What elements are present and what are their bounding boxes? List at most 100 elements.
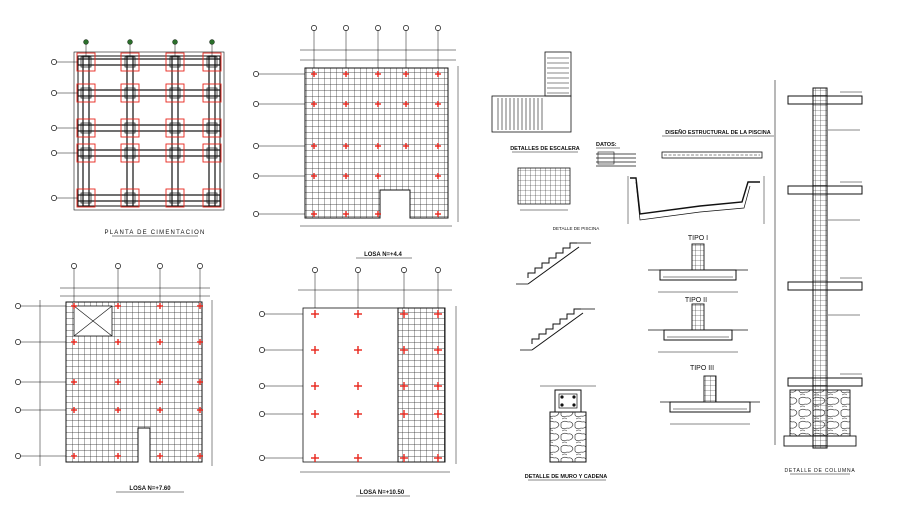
foundation-beam bbox=[77, 58, 221, 66]
column-detail-title: DETALLE DE COLUMNA bbox=[785, 468, 856, 474]
footing-pedestal bbox=[80, 147, 92, 159]
grid-axis-bubble bbox=[253, 101, 259, 107]
grid-axis-bubble bbox=[71, 263, 77, 269]
footing-pedestal bbox=[206, 56, 218, 68]
stair-detail-title: DETALLES DE ESCALERA bbox=[510, 146, 580, 152]
stair-profile bbox=[527, 242, 577, 278]
slab-plan-1-title: LOSA N=+4.4 bbox=[364, 252, 402, 258]
slab-plan-1: LOSA N=+4.4 bbox=[253, 25, 459, 259]
footing-pedestal bbox=[124, 192, 136, 204]
grid-axis-bubble bbox=[435, 267, 441, 273]
grid-axis-bubble bbox=[311, 25, 317, 31]
grid-axis-bubble bbox=[259, 455, 265, 461]
grid-axis-bubble bbox=[15, 339, 21, 345]
grid-axis-bubble bbox=[15, 303, 21, 309]
grid-axis-bubble bbox=[403, 25, 409, 31]
footing bbox=[76, 118, 96, 138]
grid-axis-bubble bbox=[312, 267, 318, 273]
footing bbox=[120, 143, 140, 163]
footing-pedestal bbox=[124, 87, 136, 99]
footing bbox=[165, 188, 185, 208]
grid-axis-bubble bbox=[343, 25, 349, 31]
grid-axis-bubble bbox=[157, 263, 163, 269]
foundation-beam bbox=[77, 124, 221, 132]
grid-axis-bubble bbox=[253, 173, 259, 179]
column-detail: DETALLE DE COLUMNA bbox=[774, 80, 863, 475]
footing-section bbox=[659, 269, 737, 281]
grid-axis-bubble bbox=[253, 211, 259, 217]
footing bbox=[76, 83, 96, 103]
footing-section bbox=[669, 401, 751, 413]
foundation-plan: PLANTA DE CIMENTACION bbox=[51, 39, 225, 237]
grid-axis-bubble bbox=[51, 125, 57, 131]
footing-pedestal bbox=[80, 122, 92, 134]
grid-axis-bubble bbox=[259, 311, 265, 317]
footing bbox=[120, 83, 140, 103]
grid-axis-bubble bbox=[15, 379, 21, 385]
stair-detail: DETALLES DE ESCALERA bbox=[491, 51, 580, 211]
grid-axis-bubble bbox=[435, 25, 441, 31]
footing-pedestal bbox=[124, 122, 136, 134]
footing-pedestal bbox=[80, 192, 92, 204]
footing-pedestal bbox=[169, 122, 181, 134]
type-3-title: TIPO III bbox=[690, 365, 714, 372]
footing bbox=[76, 143, 96, 163]
footing-section bbox=[663, 329, 733, 341]
footing bbox=[165, 143, 185, 163]
floor-slab bbox=[787, 377, 863, 387]
foundation-plan-title: PLANTA DE CIMENTACION bbox=[105, 230, 206, 236]
footing-types: TIPO I TIPO II TIPO III bbox=[648, 235, 760, 425]
data-box bbox=[597, 151, 615, 165]
data-title: DATOS: bbox=[596, 142, 617, 148]
wall-foundation-title: DETALLE DE MURO Y CADENA bbox=[525, 474, 608, 480]
footing bbox=[165, 83, 185, 103]
footing-pedestal bbox=[169, 56, 181, 68]
footing-pedestal bbox=[206, 192, 218, 204]
grid-axis-bubble bbox=[115, 263, 121, 269]
footing bbox=[76, 188, 96, 208]
stair-slab bbox=[531, 312, 584, 351]
footing-pedestal bbox=[206, 122, 218, 134]
slab-plan-2: LOSA N=+7.60 bbox=[15, 263, 213, 493]
type-1-title: TIPO I bbox=[688, 235, 708, 242]
grid-axis-bubble bbox=[209, 39, 215, 45]
foundation-beam bbox=[77, 194, 221, 202]
footing-pedestal bbox=[124, 56, 136, 68]
grid-axis-bubble bbox=[127, 39, 133, 45]
foundation-beam bbox=[77, 89, 221, 97]
grid-axis-bubble bbox=[355, 267, 361, 273]
grid-axis-bubble bbox=[259, 411, 265, 417]
footing bbox=[202, 118, 222, 138]
grid-axis-bubble bbox=[253, 143, 259, 149]
grid-axis-bubble bbox=[15, 453, 21, 459]
slab-plan-3: LOSA N=+10.50 bbox=[259, 267, 457, 497]
grid-axis-bubble bbox=[51, 90, 57, 96]
slab-plan-3-title: LOSA N=+10.50 bbox=[360, 490, 405, 496]
column-stub bbox=[703, 375, 717, 403]
footing-pedestal bbox=[206, 147, 218, 159]
footing-pedestal bbox=[80, 56, 92, 68]
grid-axis-bubble bbox=[83, 39, 89, 45]
column-stub bbox=[691, 243, 705, 271]
foundation-beam bbox=[77, 149, 221, 157]
footing-pedestal bbox=[206, 87, 218, 99]
footing bbox=[165, 118, 185, 138]
footing-pedestal bbox=[169, 192, 181, 204]
pool-detail-title: DETALLE DE PISCINA bbox=[553, 226, 599, 231]
stair-slab bbox=[527, 246, 580, 285]
floor-slab bbox=[787, 185, 863, 195]
floor-slab bbox=[787, 95, 863, 105]
grid-axis-bubble bbox=[51, 150, 57, 156]
grid-axis-bubble bbox=[375, 25, 381, 31]
grid-axis-bubble bbox=[253, 71, 259, 77]
data-block: DATOS: bbox=[596, 142, 636, 167]
grid-axis-bubble bbox=[172, 39, 178, 45]
slab-plan-2-title: LOSA N=+7.60 bbox=[129, 486, 171, 492]
grid-axis-bubble bbox=[259, 383, 265, 389]
grid-axis-bubble bbox=[401, 267, 407, 273]
wall-foundation-detail: DETALLE DE MURO Y CADENA bbox=[525, 385, 608, 481]
column-stub bbox=[691, 303, 705, 331]
footing-pedestal bbox=[169, 87, 181, 99]
footing bbox=[202, 83, 222, 103]
